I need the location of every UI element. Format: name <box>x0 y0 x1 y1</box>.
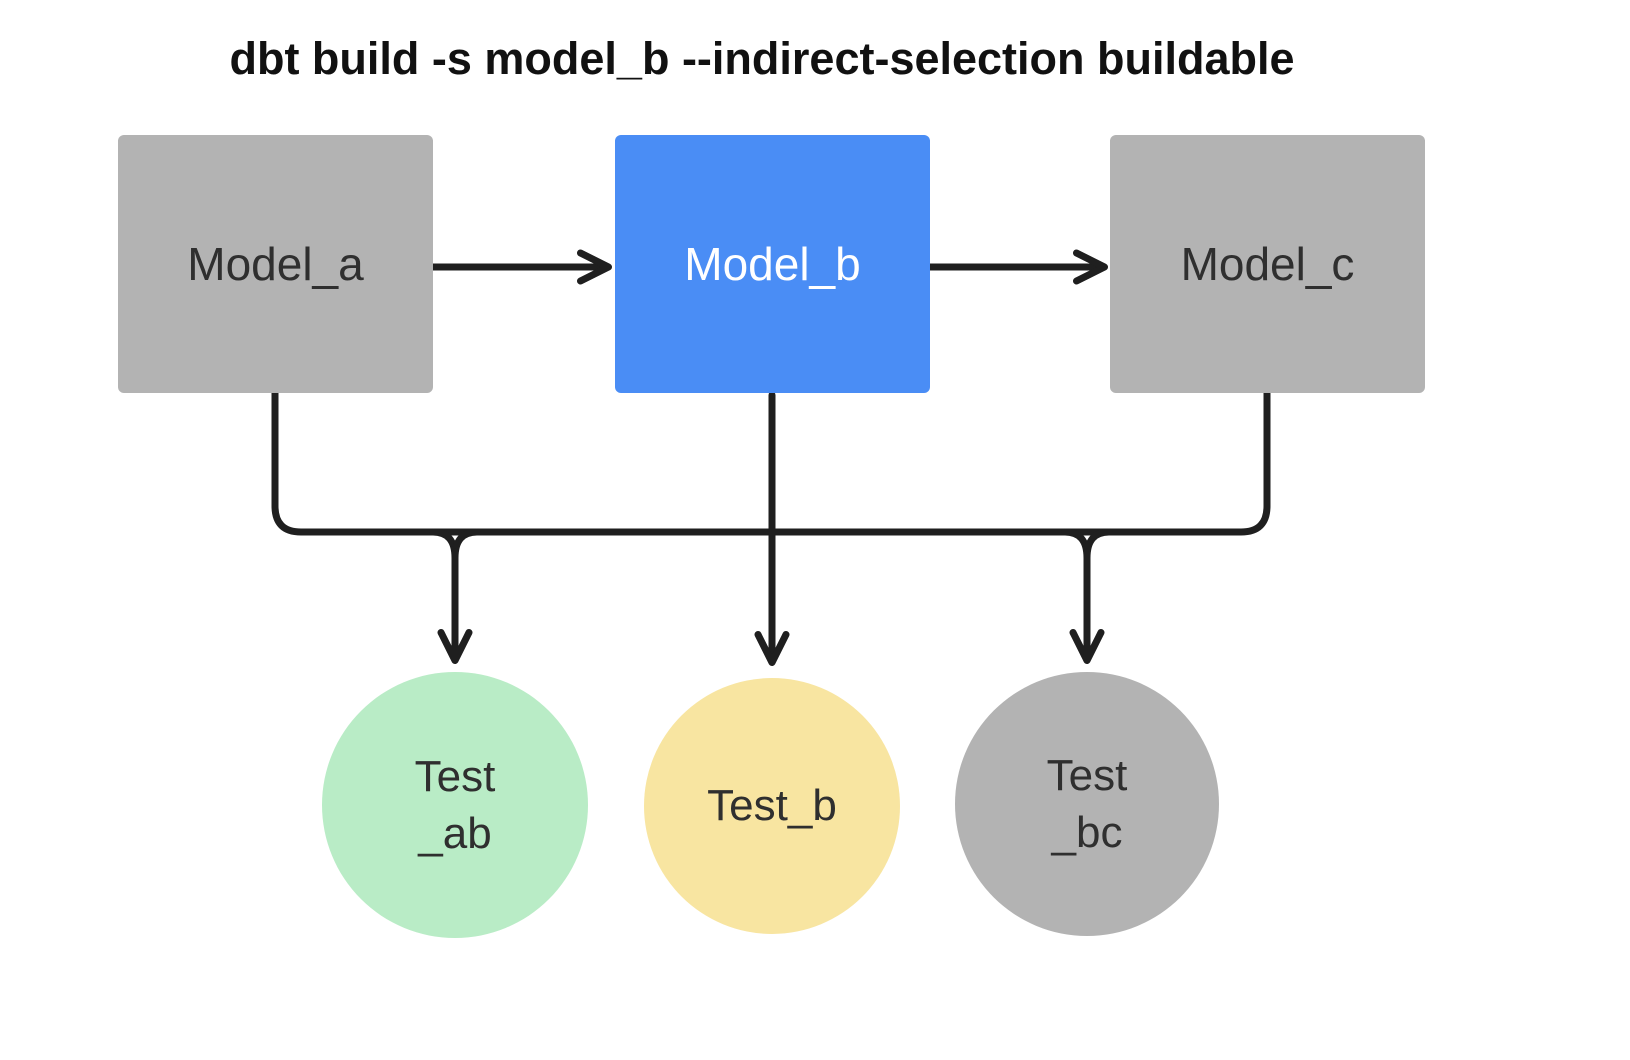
node-test-b: Test_b <box>644 678 900 934</box>
node-model-a-label: Model_a <box>187 238 364 290</box>
edge-model-a-to-bus <box>271 389 776 536</box>
node-test-ab: Test _ab <box>322 672 588 938</box>
edge-model-c-to-bus <box>768 389 1271 536</box>
node-test-b-label: Test_b <box>707 781 837 831</box>
node-model-b-label: Model_b <box>684 238 861 290</box>
node-model-a: Model_a <box>118 135 433 393</box>
diagram-title: dbt build -s model_b --indirect-selectio… <box>229 33 1295 84</box>
node-test-bc-label-line1: Test <box>1046 750 1128 800</box>
node-test-ab-label-line1: Test <box>414 751 496 801</box>
node-test-ab-label-line2: _ab <box>418 809 492 858</box>
node-model-c-label: Model_c <box>1180 238 1355 290</box>
node-test-bc-label-line2: _bc <box>1051 808 1123 857</box>
node-model-c: Model_c <box>1110 135 1425 393</box>
node-test-bc: Test _bc <box>955 672 1219 936</box>
node-model-b-selected: Model_b <box>615 135 930 393</box>
